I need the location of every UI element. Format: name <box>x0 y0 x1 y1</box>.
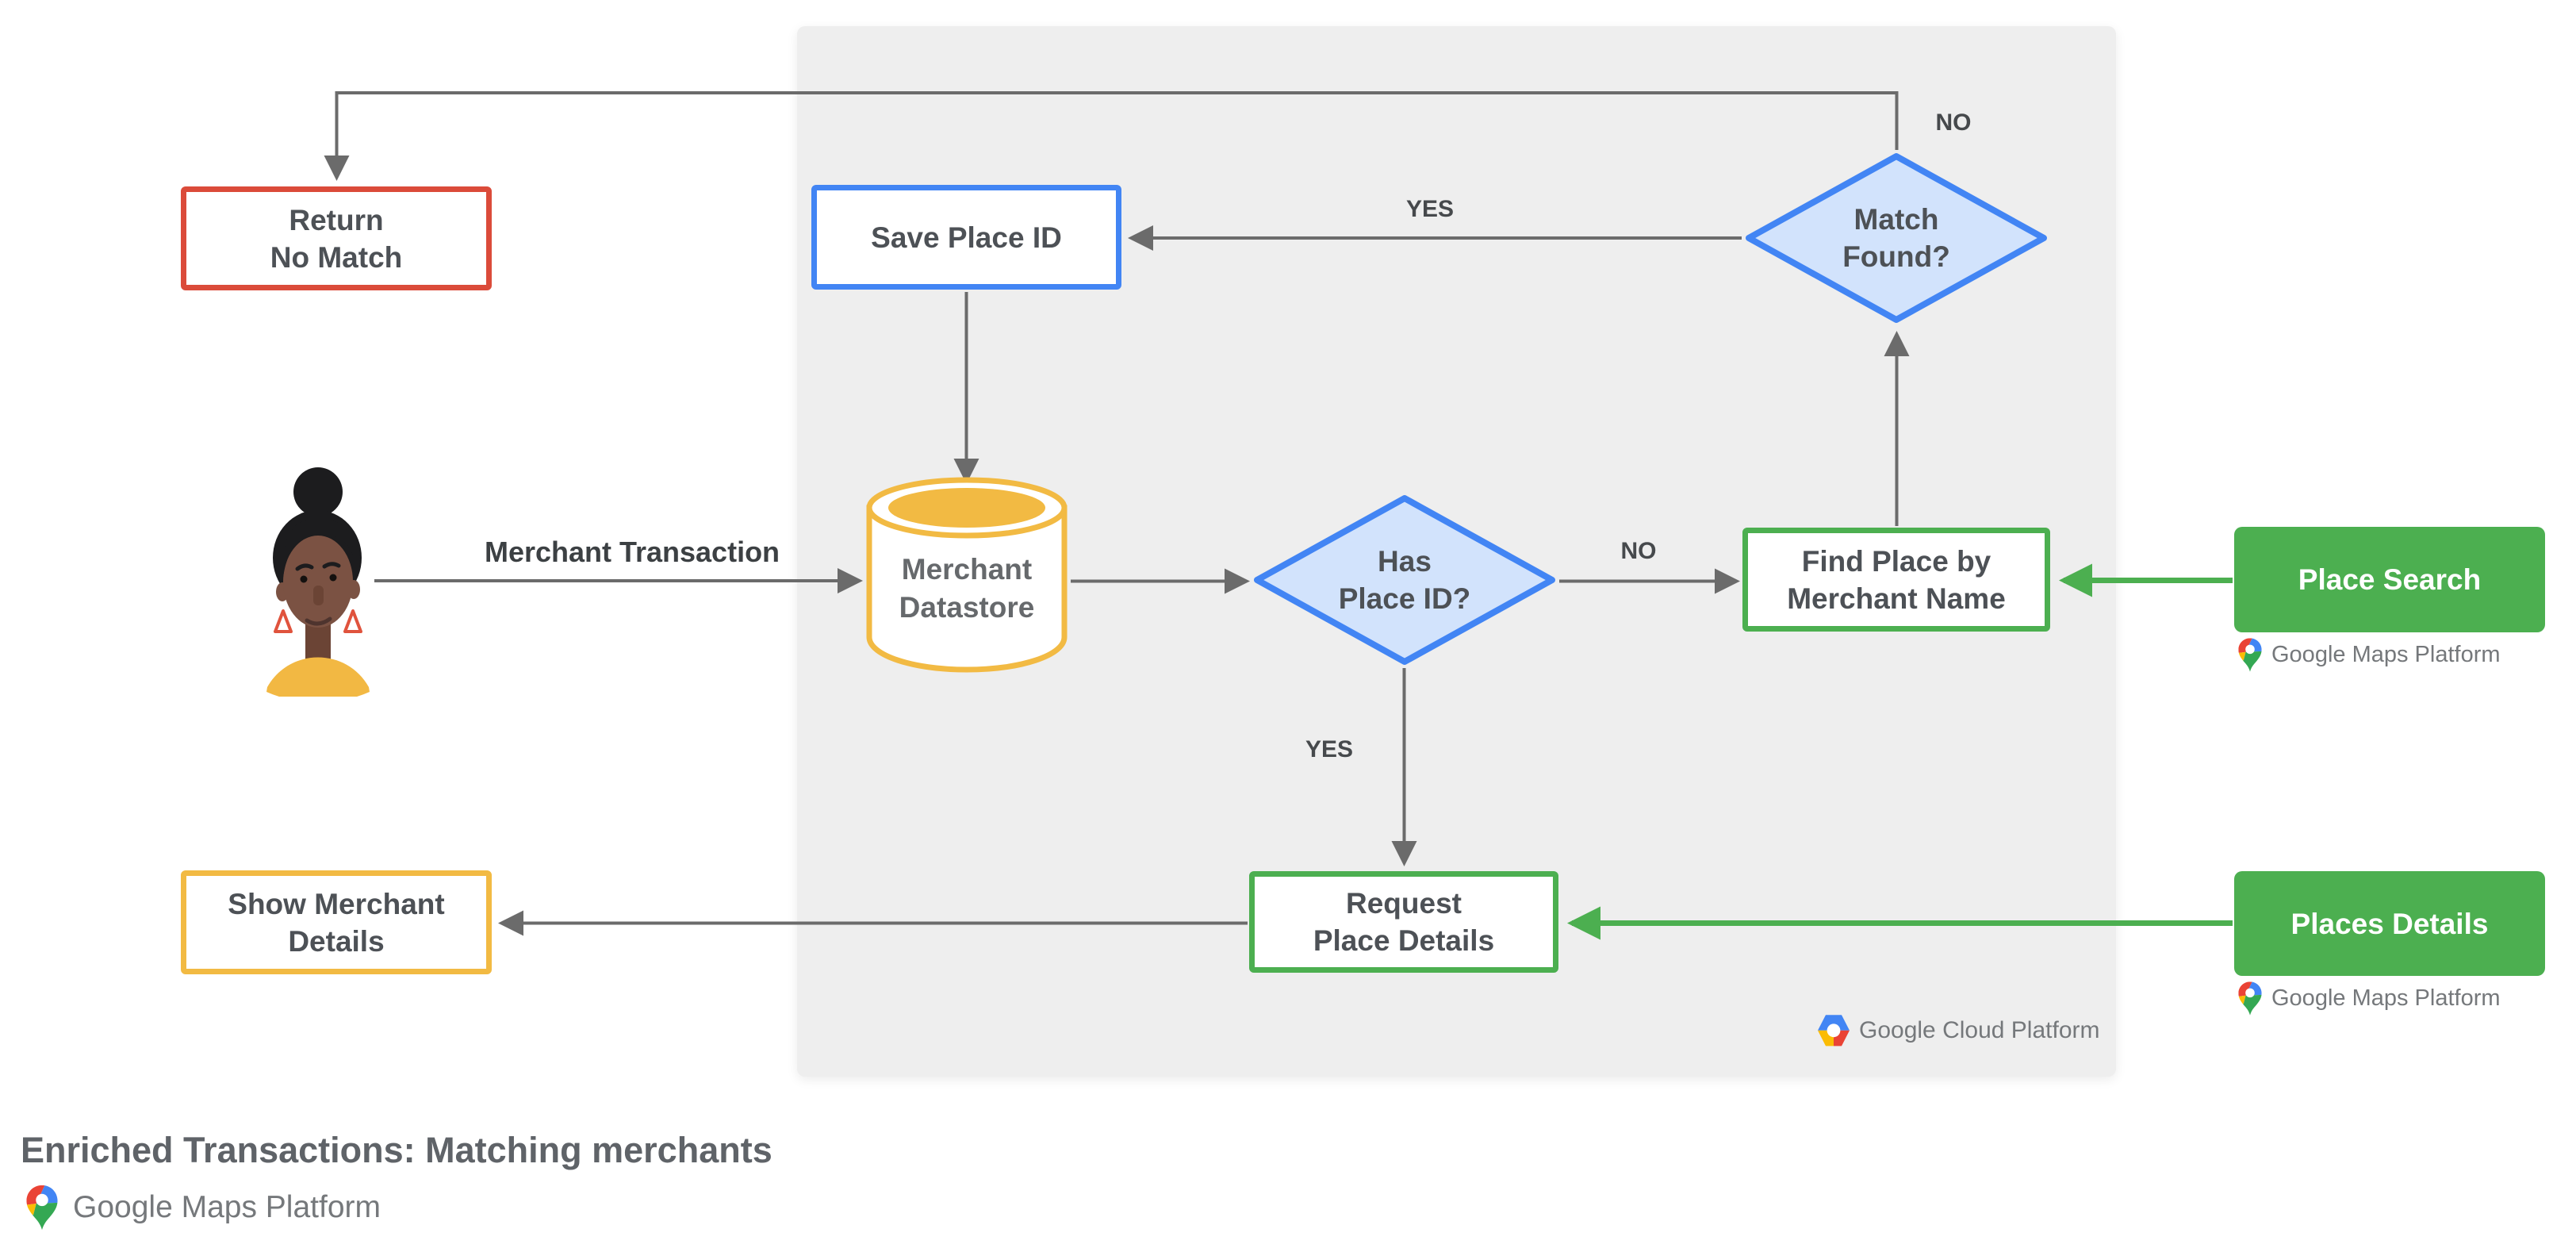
node-label: Datastore <box>899 591 1035 624</box>
node-find-place-by-merchant-name: Find Place by Merchant Name <box>1742 528 2050 632</box>
node-save-place-id: Save Place ID <box>811 185 1121 290</box>
node-place-search: Place Search <box>2234 527 2545 632</box>
logo-text: Google Maps Platform <box>73 1190 381 1224</box>
node-label: Show Merchant <box>228 887 445 920</box>
node-label: Found? <box>1842 240 1950 273</box>
node-label: No Match <box>270 240 403 274</box>
node-label: Details <box>288 924 385 958</box>
user-avatar <box>266 467 370 697</box>
node-label: Find Place by <box>1801 544 1991 578</box>
node-label: Request <box>1346 887 1462 920</box>
node-show-merchant-details: Show Merchant Details <box>181 870 492 974</box>
diamond-shape <box>1746 153 2047 323</box>
logo-text: Google Cloud Platform <box>1859 1017 2100 1043</box>
node-label: Place ID? <box>1338 582 1471 615</box>
node-label: Place Details <box>1313 924 1495 957</box>
logo-text: Google Maps Platform <box>2271 642 2501 667</box>
google-maps-pin-icon <box>2238 638 2262 672</box>
maps-platform-logo-footer: Google Maps Platform <box>24 1184 381 1231</box>
edge-label-yes-match-found: YES <box>1405 196 1455 222</box>
node-label: Place Search <box>2298 563 2482 596</box>
node-label: Match <box>1853 203 1939 236</box>
diamond-shape <box>1254 495 1555 665</box>
node-match-found: Match Found? <box>1743 152 2049 325</box>
node-return-no-match: Return No Match <box>181 186 492 290</box>
node-label: Return <box>289 203 384 236</box>
maps-platform-logo-place-search: Google Maps Platform <box>2237 637 2501 673</box>
node-request-place-details: Request Place Details <box>1249 871 1558 973</box>
logo-text: Google Maps Platform <box>2271 985 2501 1011</box>
node-label: Has <box>1378 545 1432 578</box>
node-merchant-datastore: Merchant Datastore <box>864 474 1069 674</box>
google-cloud-platform-logo: Google Cloud Platform <box>1818 1012 2100 1049</box>
node-has-place-id: Has Place ID? <box>1252 494 1558 666</box>
google-cloud-hexagon-icon <box>1818 1015 1850 1047</box>
node-label: Save Place ID <box>871 221 1062 254</box>
page-title: Enriched Transactions: Matching merchant… <box>21 1130 772 1170</box>
edge-matchfound-no-to-return <box>324 91 1899 181</box>
edge-label-no-match-found: NO <box>1935 109 1972 136</box>
node-label: Places Details <box>2290 907 2489 940</box>
node-label: Merchant <box>901 553 1033 586</box>
google-maps-pin-icon <box>2238 981 2262 1016</box>
edge-label-merchant-transaction: Merchant Transaction <box>484 536 780 568</box>
node-label: Merchant Name <box>1787 582 2006 615</box>
edge-label-yes-has-place-id: YES <box>1305 736 1354 762</box>
edge-label-no-has-place-id: NO <box>1620 538 1657 564</box>
node-places-details: Places Details <box>2234 871 2545 976</box>
google-maps-pin-icon <box>26 1185 58 1231</box>
maps-platform-logo-places-details: Google Maps Platform <box>2237 981 2501 1016</box>
